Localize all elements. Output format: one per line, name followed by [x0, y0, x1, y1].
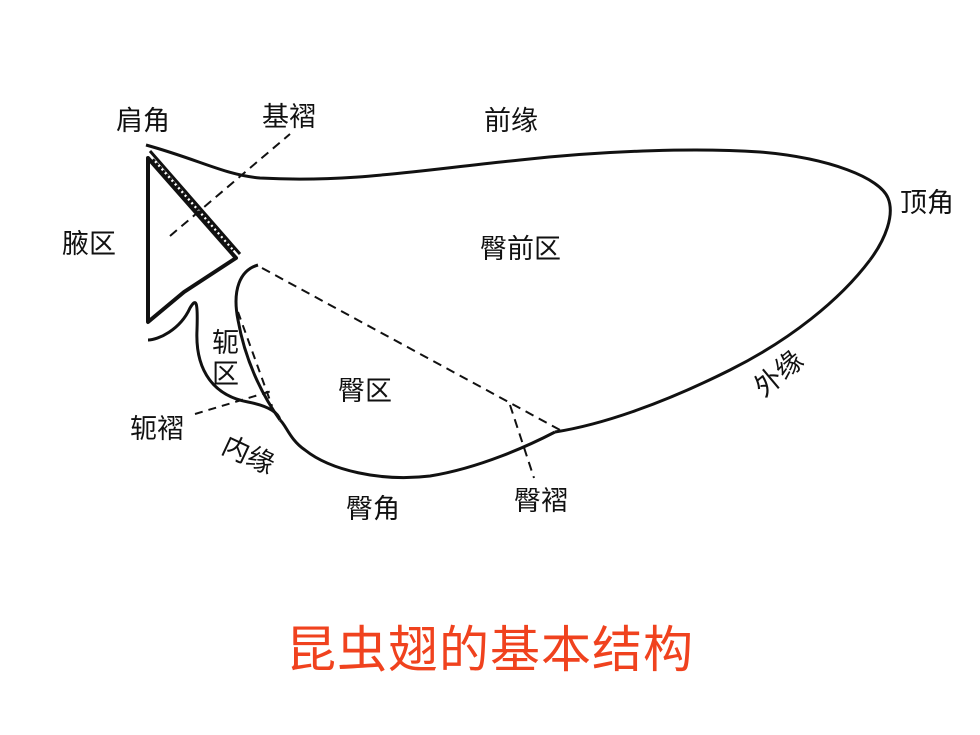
anal-lobe-edge [234, 263, 282, 421]
label-anal-area: 臀区 [338, 376, 392, 407]
label-apex: 顶角 [900, 188, 954, 219]
jugal-fold-line [237, 311, 273, 407]
label-costal-margin: 前缘 [484, 106, 538, 137]
wing-hinge-hatch [150, 158, 235, 253]
wing-outer-margin-line [554, 259, 872, 434]
label-anal-fold: 臀褶 [514, 486, 568, 517]
anal-fold-line [261, 267, 561, 431]
label-basal-fold: 基褶 [262, 102, 316, 133]
axillary-triangle [146, 156, 238, 324]
label-jugal-area-top: 轭 [212, 328, 239, 359]
diagram-caption: 昆虫翅的基本结构 [286, 621, 694, 679]
label-shoulder-angle: 肩角 [116, 106, 170, 137]
label-anal-angle: 臀角 [346, 494, 400, 525]
label-axillary-area: 腋区 [62, 229, 116, 260]
label-remigium: 臀前区 [480, 234, 561, 265]
label-jugal-fold: 轭褶 [130, 414, 184, 445]
wing-inner-margin-line [278, 418, 556, 480]
wing-costal-margin-line [145, 143, 892, 261]
wing-hinge-strip [148, 150, 242, 255]
jugal-fold-pointer [194, 389, 276, 415]
basal-fold-line [169, 133, 291, 237]
jugal-lobe-edge [147, 301, 282, 421]
label-inner-margin: 内缘 [217, 430, 279, 481]
anal-fold-pointer [509, 404, 535, 479]
label-jugal-area-bottom: 区 [212, 359, 239, 390]
